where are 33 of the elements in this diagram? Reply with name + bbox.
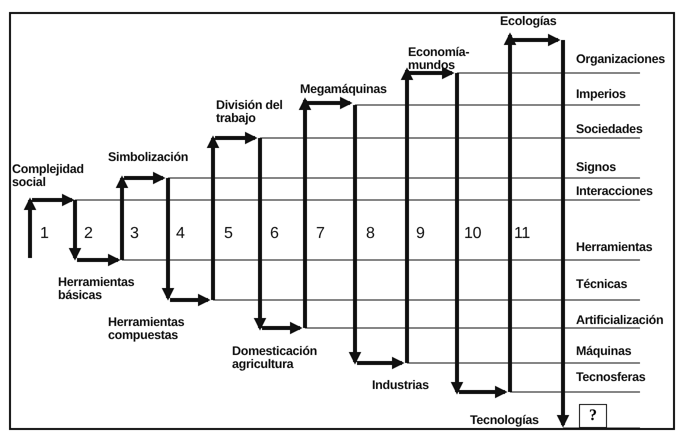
stage-label: Herramientas compuestas [108,316,186,342]
step-number: 3 [130,225,139,243]
step-number: 9 [416,225,425,243]
stage-label: División del trabajo [216,99,284,125]
step-number: 11 [514,225,530,243]
level-label: Signos [576,161,616,174]
level-label: Máquinas [576,345,632,358]
stage-label: Tecnologías [470,414,539,427]
stage-label: Complejidad social [12,163,85,189]
level-label: Herramientas [576,241,652,254]
stage-label: Industrias [372,379,429,392]
level-label: Técnicas [576,278,628,291]
question-mark-box: ? [579,404,607,428]
level-label: Tecnosferas [576,371,646,384]
level-label: Interacciones [576,185,653,198]
stage-label: Simbolización [108,151,188,164]
step-number: 5 [224,225,233,243]
level-label: Artificialización [576,314,664,327]
step-number: 4 [176,225,185,243]
step-number: 7 [316,225,325,243]
level-label: Imperios [576,88,626,101]
step-number: 10 [464,225,482,243]
stage-label: Herramientas básicas [58,276,136,302]
stage-label: Domesticación agricultura [232,345,318,371]
step-number: 1 [40,225,49,243]
step-number: 2 [84,225,93,243]
level-label: Organizaciones [576,53,665,66]
step-number: 8 [366,225,375,243]
stage-label: Megamáquinas [300,83,387,96]
level-label: Sociedades [576,123,642,136]
step-number: 6 [270,225,279,243]
stage-label: Economía-mundos [408,46,470,72]
stage-label: Ecologías [500,15,556,28]
